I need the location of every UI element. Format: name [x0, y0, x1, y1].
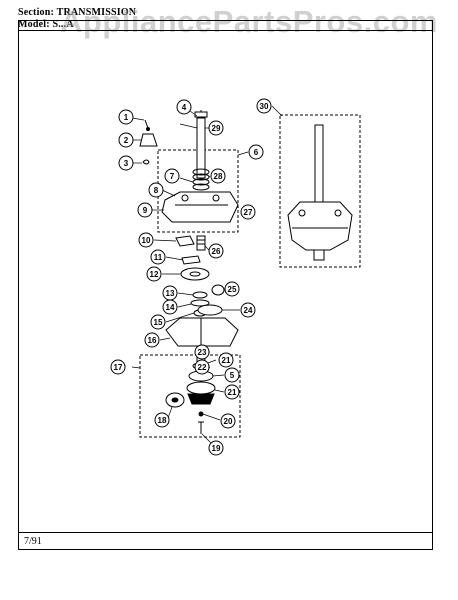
callout-16: 16: [144, 332, 160, 348]
part-clip: [142, 159, 150, 165]
callout-label: 11: [154, 253, 163, 262]
callout-29: 29: [208, 120, 224, 136]
callout-15: 15: [150, 314, 166, 330]
part-upper-housing: [161, 191, 239, 223]
footer-date: 7/91: [24, 536, 42, 547]
callout-12: 12: [146, 266, 162, 282]
section-label: Section:: [18, 7, 55, 18]
callout-2: 2: [118, 132, 134, 148]
callout-label: 22: [198, 363, 207, 372]
callout-22: 22: [194, 359, 210, 375]
callout-27: 27: [240, 204, 256, 220]
part-gear: [180, 267, 210, 281]
callout-label: 27: [244, 208, 253, 217]
callout-26: 26: [208, 243, 224, 259]
callout-23: 23: [194, 344, 210, 360]
callout-label: 28: [214, 172, 223, 181]
callout-21: 21: [224, 384, 240, 400]
part-cone-cap: [139, 133, 158, 147]
callout-label: 10: [142, 236, 151, 245]
callout-label: 29: [212, 124, 221, 133]
watermark: AppliancePartsPros.com: [60, 4, 438, 39]
callout-6: 6: [248, 144, 264, 160]
callout-label: 20: [224, 417, 233, 426]
header-rule: [18, 30, 433, 31]
model-heading: Model: S...A: [18, 19, 74, 30]
callout-label: 30: [260, 102, 269, 111]
part-shifter: [175, 235, 195, 247]
part-drive-gear: [197, 304, 223, 316]
callout-14: 14: [162, 299, 178, 315]
callout-label: 7: [170, 172, 175, 181]
callout-3: 3: [118, 155, 134, 171]
footer-rule: [18, 532, 433, 533]
callout-28: 28: [210, 168, 226, 184]
model-value: S...A: [52, 19, 74, 30]
part-lower-housing: [165, 317, 239, 347]
callout-label: 9: [143, 206, 148, 215]
callout-label: 4: [182, 103, 187, 112]
callout-19: 19: [208, 440, 224, 456]
callout-18: 18: [154, 412, 170, 428]
callout-label: 19: [212, 444, 221, 453]
callout-label: 1: [124, 113, 129, 122]
callout-label: 26: [212, 247, 221, 256]
part-transmission-assembly: [287, 124, 353, 261]
callout-label: 13: [166, 289, 175, 298]
callout-30: 30: [256, 98, 272, 114]
callout-label: 18: [158, 416, 167, 425]
callout-8: 8: [148, 182, 164, 198]
part-pulley: [165, 392, 185, 408]
callout-9: 9: [137, 202, 153, 218]
callout-label: 2: [124, 136, 129, 145]
group-box-17: [139, 354, 241, 438]
group-box-30: [279, 114, 361, 268]
callout-label: 6: [254, 148, 259, 157]
callout-label: 21: [222, 356, 231, 365]
section-heading: Section: TRANSMISSION: [18, 7, 136, 18]
callout-21: 21: [218, 352, 234, 368]
callout-20: 20: [220, 413, 236, 429]
callout-label: 17: [114, 363, 123, 372]
callout-17: 17: [110, 359, 126, 375]
callout-11: 11: [150, 249, 166, 265]
callout-label: 14: [166, 303, 175, 312]
diagram-frame: [18, 20, 433, 550]
callout-label: 15: [154, 318, 163, 327]
callout-4: 4: [176, 99, 192, 115]
callout-13: 13: [162, 285, 178, 301]
callout-label: 23: [198, 348, 207, 357]
part-nut: [198, 411, 204, 417]
callout-label: 25: [228, 285, 237, 294]
callout-10: 10: [138, 232, 154, 248]
callout-label: 8: [154, 186, 159, 195]
callout-bubbles: 1234567891011121314151617181920212223242…: [110, 98, 272, 456]
leader-lines: [131, 105, 283, 447]
part-small-gear: [211, 284, 225, 296]
callout-7: 7: [164, 168, 180, 184]
model-label: Model:: [18, 19, 50, 30]
callout-label: 16: [148, 336, 157, 345]
section-value: TRANSMISSION: [56, 7, 137, 18]
callout-1: 1: [118, 109, 134, 125]
callout-label: 3: [124, 159, 129, 168]
callout-5: 5: [224, 367, 240, 383]
part-link: [181, 255, 201, 265]
callout-label: 21: [228, 388, 237, 397]
callout-25: 25: [224, 281, 240, 297]
callout-label: 24: [244, 306, 253, 315]
callout-label: 5: [230, 371, 235, 380]
part-pin: [144, 119, 150, 131]
part-pinion: [196, 235, 206, 251]
part-screw: [198, 421, 204, 434]
callout-label: 12: [150, 270, 159, 279]
callout-24: 24: [240, 302, 256, 318]
